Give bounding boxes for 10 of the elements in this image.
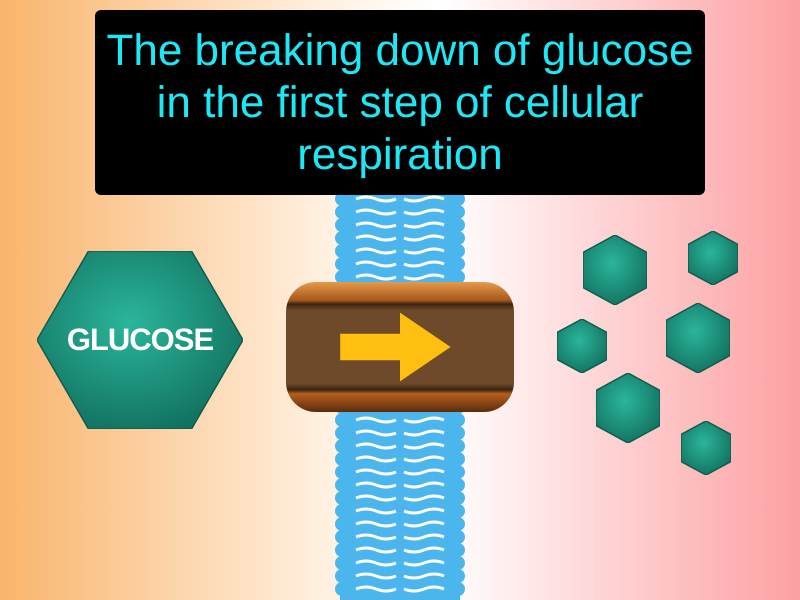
molecule-hexagon	[666, 303, 730, 373]
glucose-hexagon	[37, 251, 243, 429]
molecule-hexagon	[596, 373, 660, 443]
molecule-hexagon	[681, 421, 731, 475]
transport-protein	[285, 281, 515, 413]
node-label: GLUCOSE	[66, 322, 214, 358]
molecule-hexagon	[688, 231, 738, 285]
title: The breaking down of glucose in the first step of cellular respiration	[105, 24, 695, 180]
molecule-hexagon	[583, 235, 647, 305]
molecule-hexagon	[557, 319, 607, 373]
